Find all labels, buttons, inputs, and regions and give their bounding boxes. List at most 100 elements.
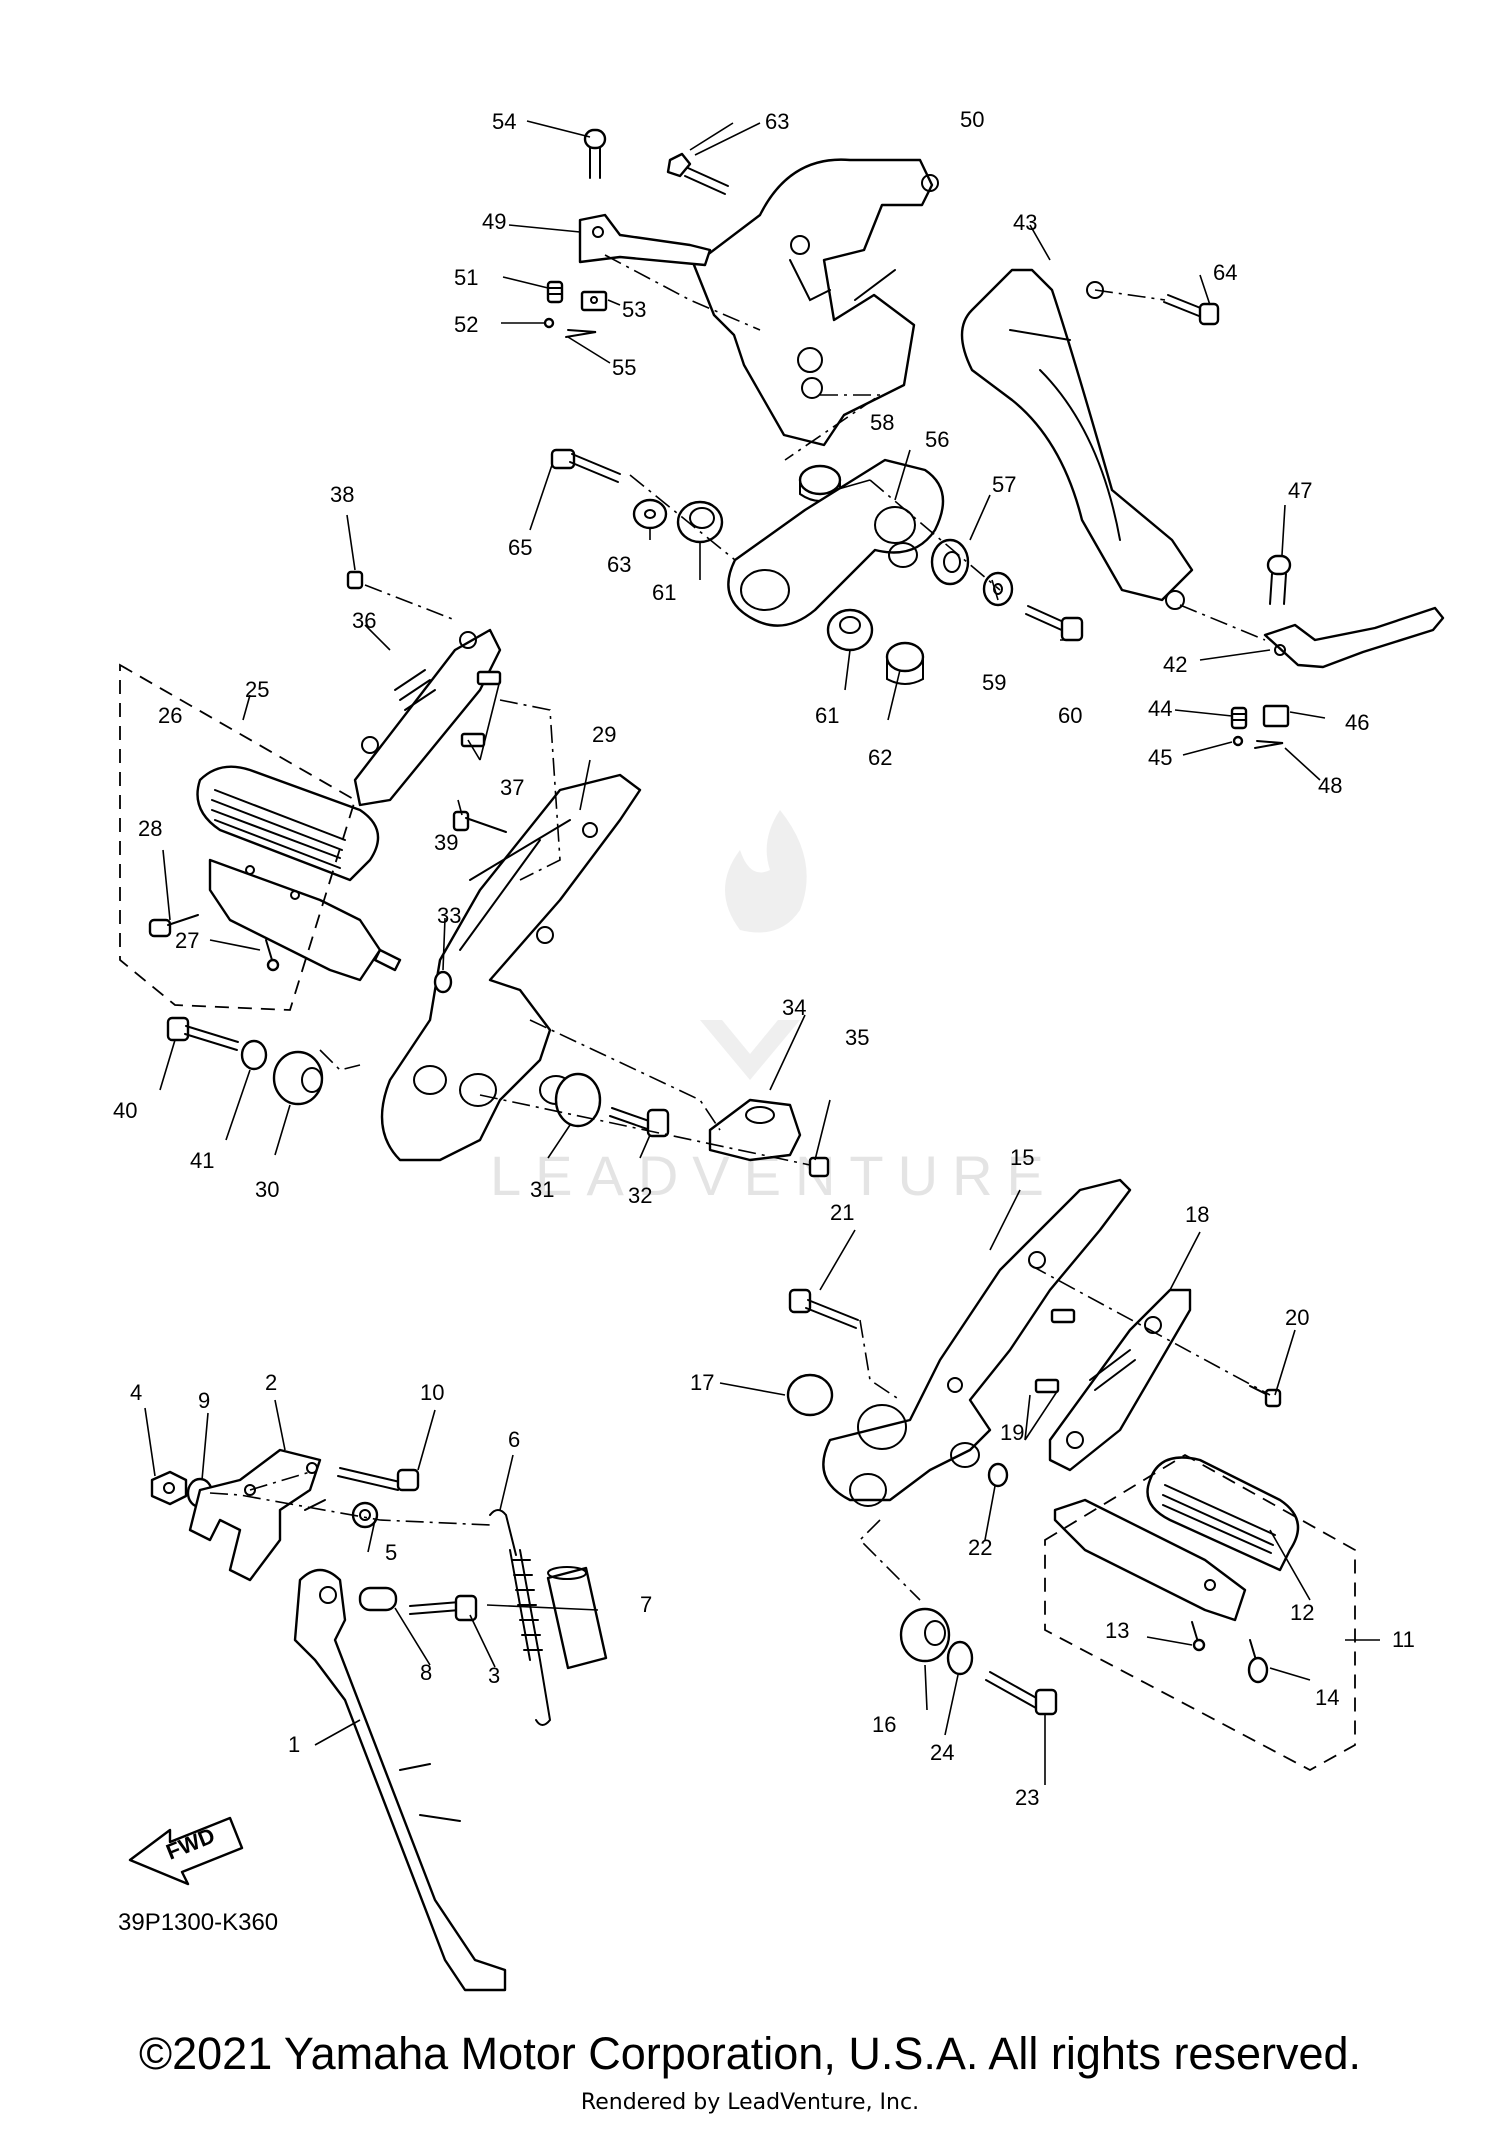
callout-36: 36 xyxy=(352,608,376,633)
centerline xyxy=(858,1264,1271,1601)
callout-34: 34 xyxy=(782,995,806,1020)
callout-45: 45 xyxy=(1148,745,1172,770)
callout-lead xyxy=(144,1399,599,1746)
footrest-26 xyxy=(196,765,380,882)
callout-numbers: 54 63 50 49 43 51 64 53 52 55 58 56 38 5… xyxy=(113,107,1415,1810)
callout-25: 25 xyxy=(245,677,269,702)
spring-44 xyxy=(1230,706,1248,730)
group-outline-11 xyxy=(1044,1453,1356,1772)
protector-36 xyxy=(353,628,502,807)
callout-15: 15 xyxy=(1010,1145,1034,1170)
callout-lead xyxy=(529,449,1070,721)
bolt-63-top xyxy=(666,152,729,195)
washer-64 xyxy=(632,498,668,530)
plate-53 xyxy=(580,290,608,312)
callout-30: 30 xyxy=(255,1177,279,1202)
bolt-65 xyxy=(550,448,621,483)
callout-65: 65 xyxy=(508,535,532,560)
callout-29: 29 xyxy=(592,722,616,747)
screw-13 xyxy=(1191,1621,1206,1652)
callout-57: 57 xyxy=(992,472,1016,497)
rear-footrest-bracket-50 xyxy=(692,158,939,447)
centerline xyxy=(604,254,1001,591)
callout-46: 46 xyxy=(1345,710,1369,735)
callout-19: 19 xyxy=(1000,1420,1024,1445)
callout-9: 9 xyxy=(198,1388,210,1413)
washer-22 xyxy=(987,1462,1009,1488)
callout-5: 5 xyxy=(385,1540,397,1565)
callout-58: 58 xyxy=(870,410,894,435)
callout-1: 1 xyxy=(288,1732,300,1757)
bolt-21 xyxy=(788,1288,859,1329)
footrest-plate-42 xyxy=(1263,606,1445,669)
callout-lead xyxy=(719,1189,1380,1785)
damper-16 xyxy=(899,1607,951,1663)
callout-6: 6 xyxy=(508,1427,520,1452)
callout-60: 60 xyxy=(1058,703,1082,728)
callout-38: 38 xyxy=(330,482,354,507)
callout-43: 43 xyxy=(1013,210,1037,235)
callout-14: 14 xyxy=(1315,1685,1339,1710)
callout-lead xyxy=(501,120,1326,781)
callout-3: 3 xyxy=(488,1663,500,1688)
left-footrest-bracket-29 xyxy=(380,773,642,1162)
collar-8 xyxy=(358,1586,398,1612)
callout-61a: 61 xyxy=(652,580,676,605)
footrest-mount-11 xyxy=(1053,1498,1247,1622)
callout-53: 53 xyxy=(622,297,646,322)
fwd-arrow-icon: FWD xyxy=(128,1816,244,1886)
diagram-code: 39P1300-K360 xyxy=(118,1909,278,1936)
damper-17 xyxy=(786,1373,834,1417)
callout-27: 27 xyxy=(175,928,199,953)
bolt-10 xyxy=(337,1467,420,1492)
plate-46 xyxy=(1262,704,1290,728)
protector-18 xyxy=(1048,1288,1192,1472)
callout-42: 42 xyxy=(1163,652,1187,677)
callout-13: 13 xyxy=(1105,1618,1129,1643)
watermark-logo xyxy=(700,810,807,1080)
callout-16: 16 xyxy=(872,1712,896,1737)
callout-37: 37 xyxy=(500,775,524,800)
washer-33 xyxy=(433,970,453,994)
washer-24 xyxy=(946,1640,974,1676)
rod-end-34 xyxy=(708,1098,802,1162)
pin-54 xyxy=(583,128,607,179)
callout-48: 48 xyxy=(1318,773,1342,798)
bushing-57 xyxy=(930,538,970,586)
callout-49: 49 xyxy=(482,209,506,234)
callout-64: 63 xyxy=(607,552,631,577)
callout-18: 18 xyxy=(1185,1202,1209,1227)
bolt-32 xyxy=(609,1107,670,1138)
cotter-pin-55 xyxy=(565,329,597,338)
callout-47: 47 xyxy=(1288,478,1312,503)
sidestand-bracket-2 xyxy=(188,1448,322,1582)
callout-20: 20 xyxy=(1285,1305,1309,1330)
footrest-mount-25 xyxy=(208,858,402,982)
sidestand-1 xyxy=(293,1568,507,1992)
screw-20 xyxy=(1249,1385,1282,1408)
centerline xyxy=(364,584,561,881)
rear-footrest-bracket-43 xyxy=(960,268,1194,610)
cotter-pin-48 xyxy=(1254,740,1284,749)
callout-41: 41 xyxy=(190,1148,214,1173)
spring-51 xyxy=(546,280,564,304)
washer-41 xyxy=(240,1039,268,1071)
callout-21: 21 xyxy=(830,1200,854,1225)
cover-7 xyxy=(546,1566,608,1670)
bolt-60 xyxy=(1025,605,1084,642)
centerline xyxy=(1094,289,1266,641)
callout-24: 24 xyxy=(930,1740,954,1765)
footrest-plate-49 xyxy=(578,213,712,267)
callout-17: 17 xyxy=(690,1370,714,1395)
callout-10: 10 xyxy=(420,1380,444,1405)
copyright-notice: ©2021 Yamaha Motor Corporation, U.S.A. A… xyxy=(138,2028,1362,2079)
callout-50: 50 xyxy=(960,107,984,132)
ball-45 xyxy=(1232,735,1244,747)
callout-31: 31 xyxy=(530,1177,554,1202)
callout-2: 2 xyxy=(265,1370,277,1395)
callout-11: 11 xyxy=(1392,1627,1415,1652)
bolt-14 xyxy=(1247,1639,1269,1684)
callout-51: 51 xyxy=(454,265,478,290)
screw-38 xyxy=(346,570,364,590)
